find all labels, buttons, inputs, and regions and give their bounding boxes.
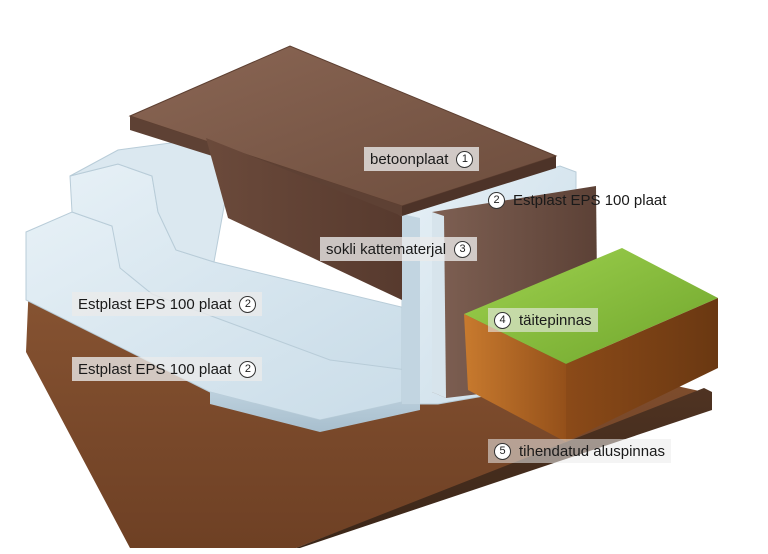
label-text: Estplast EPS 100 plaat: [513, 191, 667, 209]
label-text: täitepinnas: [519, 311, 592, 329]
eps-lower-front: [210, 392, 420, 432]
label-text: Estplast EPS 100 plaat: [78, 360, 232, 378]
number-badge: 1: [456, 150, 474, 168]
concrete-slab-right: [402, 156, 556, 216]
label-fill-soil: 4 täitepinnas: [488, 308, 598, 332]
number-badge: 2: [239, 360, 257, 378]
number-badge: 5: [494, 442, 511, 460]
number-badge: 3: [454, 240, 472, 258]
label-text: tihendatud aluspinnas: [519, 442, 665, 460]
base-ground-front: [296, 388, 712, 548]
number-badge: 2: [488, 191, 505, 209]
label-eps-top: 2 Estplast EPS 100 plaat: [488, 188, 666, 212]
label-eps-lower: Estplast EPS 100 plaat 2: [72, 357, 263, 381]
number-badge: 4: [494, 311, 511, 329]
label-concrete-slab: betoonplaat 1: [364, 147, 480, 171]
label-text: Estplast EPS 100 plaat: [78, 295, 232, 313]
label-eps-middle: Estplast EPS 100 plaat 2: [72, 292, 263, 316]
soil-front: [464, 314, 566, 442]
label-compacted-base: 5 tihendatud aluspinnas: [488, 439, 671, 463]
turf-top: [464, 248, 718, 364]
number-badge: 2: [239, 295, 257, 313]
eps-vertical-board-side: [402, 214, 420, 404]
label-text: sokli kattematerjal: [326, 240, 447, 258]
label-plinth-covering: sokli kattematerjal 3: [320, 237, 478, 261]
soil-side: [566, 298, 718, 442]
eps-upper-layer: [69, 137, 227, 263]
label-text: betoonplaat: [370, 150, 449, 168]
